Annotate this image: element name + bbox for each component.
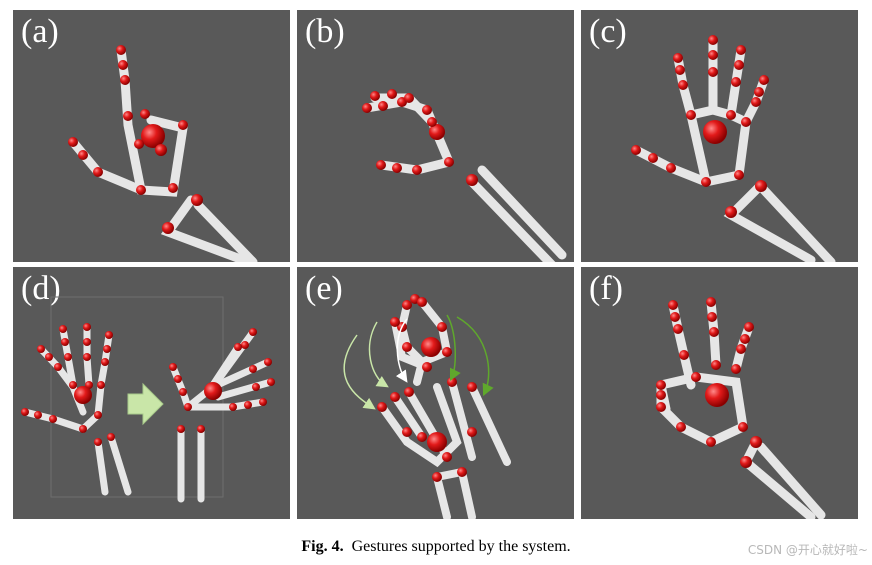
figure-caption: Fig. 4. Gestures supported by the system… — [0, 538, 872, 556]
hand-skeleton-ok-sign — [581, 267, 858, 519]
watermark: CSDN @开心就好啦~ — [748, 541, 868, 558]
hand-skeleton-grab-and-move — [297, 267, 574, 519]
panel-d: (d) — [13, 267, 290, 519]
panel-e: (e) — [297, 267, 574, 519]
caption-prefix: Fig. 4. — [301, 538, 343, 555]
caption-text: Gestures supported by the system. — [352, 538, 571, 555]
panel-f: (f) — [581, 267, 858, 519]
hand-skeleton-swipe — [13, 267, 290, 519]
panel-c: (c) — [581, 10, 858, 262]
panel-a: (a) — [13, 10, 290, 262]
hand-skeleton-open-palm — [581, 10, 858, 262]
panel-b: (b) — [297, 10, 574, 262]
hand-skeleton-pointing — [13, 10, 290, 262]
swipe-arrow-icon — [128, 384, 163, 424]
hand-skeleton-pinch — [297, 10, 574, 262]
